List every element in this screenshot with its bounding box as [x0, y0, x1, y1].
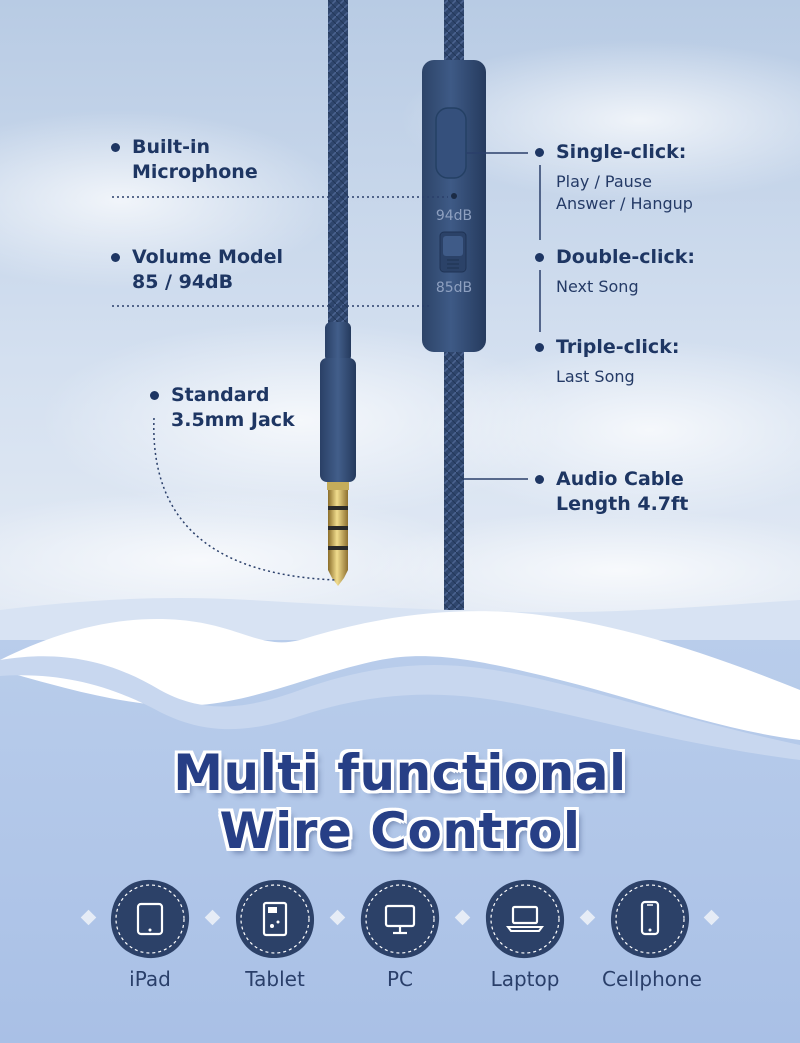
device-label-pc: PC [386, 967, 414, 991]
callout-cable: Audio Cable Length 4.7ft [556, 468, 689, 515]
heading-line2: Wire Control [219, 802, 581, 860]
ipad-icon [110, 879, 190, 959]
volume-slider [443, 236, 463, 256]
pc-icon [360, 879, 440, 959]
callout-volume: Volume Model 85 / 94dB [132, 246, 284, 293]
remote-85db-label: 85dB [435, 280, 473, 296]
cellphone-icon [611, 880, 689, 958]
audio-cable [444, 350, 464, 610]
microphone-bullet [111, 143, 120, 152]
jack-plug [320, 358, 356, 482]
remote-button [435, 107, 467, 179]
jack-bullet [150, 391, 159, 400]
device-label-tablet: Tablet [245, 967, 305, 991]
cable-bullet [535, 475, 544, 484]
callout-jack: Standard 3.5mm Jack [171, 384, 295, 431]
callout-microphone: Built-in Microphone [132, 136, 258, 183]
callout-single-click: Single-click: Play / Pause Answer / Hang… [556, 141, 693, 213]
device-label-laptop: Laptop [490, 967, 560, 991]
device-label-cellphone: Cellphone [602, 967, 702, 991]
heading-line1: Multi functional [173, 744, 627, 802]
volume-bullet [111, 253, 120, 262]
remote-94db-label: 94dB [435, 208, 473, 224]
single-click-bullet [535, 148, 544, 157]
callout-double-click: Double-click: Next Song [556, 246, 696, 296]
microphone-hole [451, 193, 457, 199]
double-click-bullet [535, 253, 544, 262]
triple-click-bullet [535, 343, 544, 352]
laptop-icon [485, 879, 565, 959]
device-label-ipad: iPad [129, 967, 171, 991]
tablet-icon [236, 880, 314, 958]
jack-cable [328, 0, 348, 330]
callout-triple-click: Triple-click: Last Song [556, 336, 680, 386]
